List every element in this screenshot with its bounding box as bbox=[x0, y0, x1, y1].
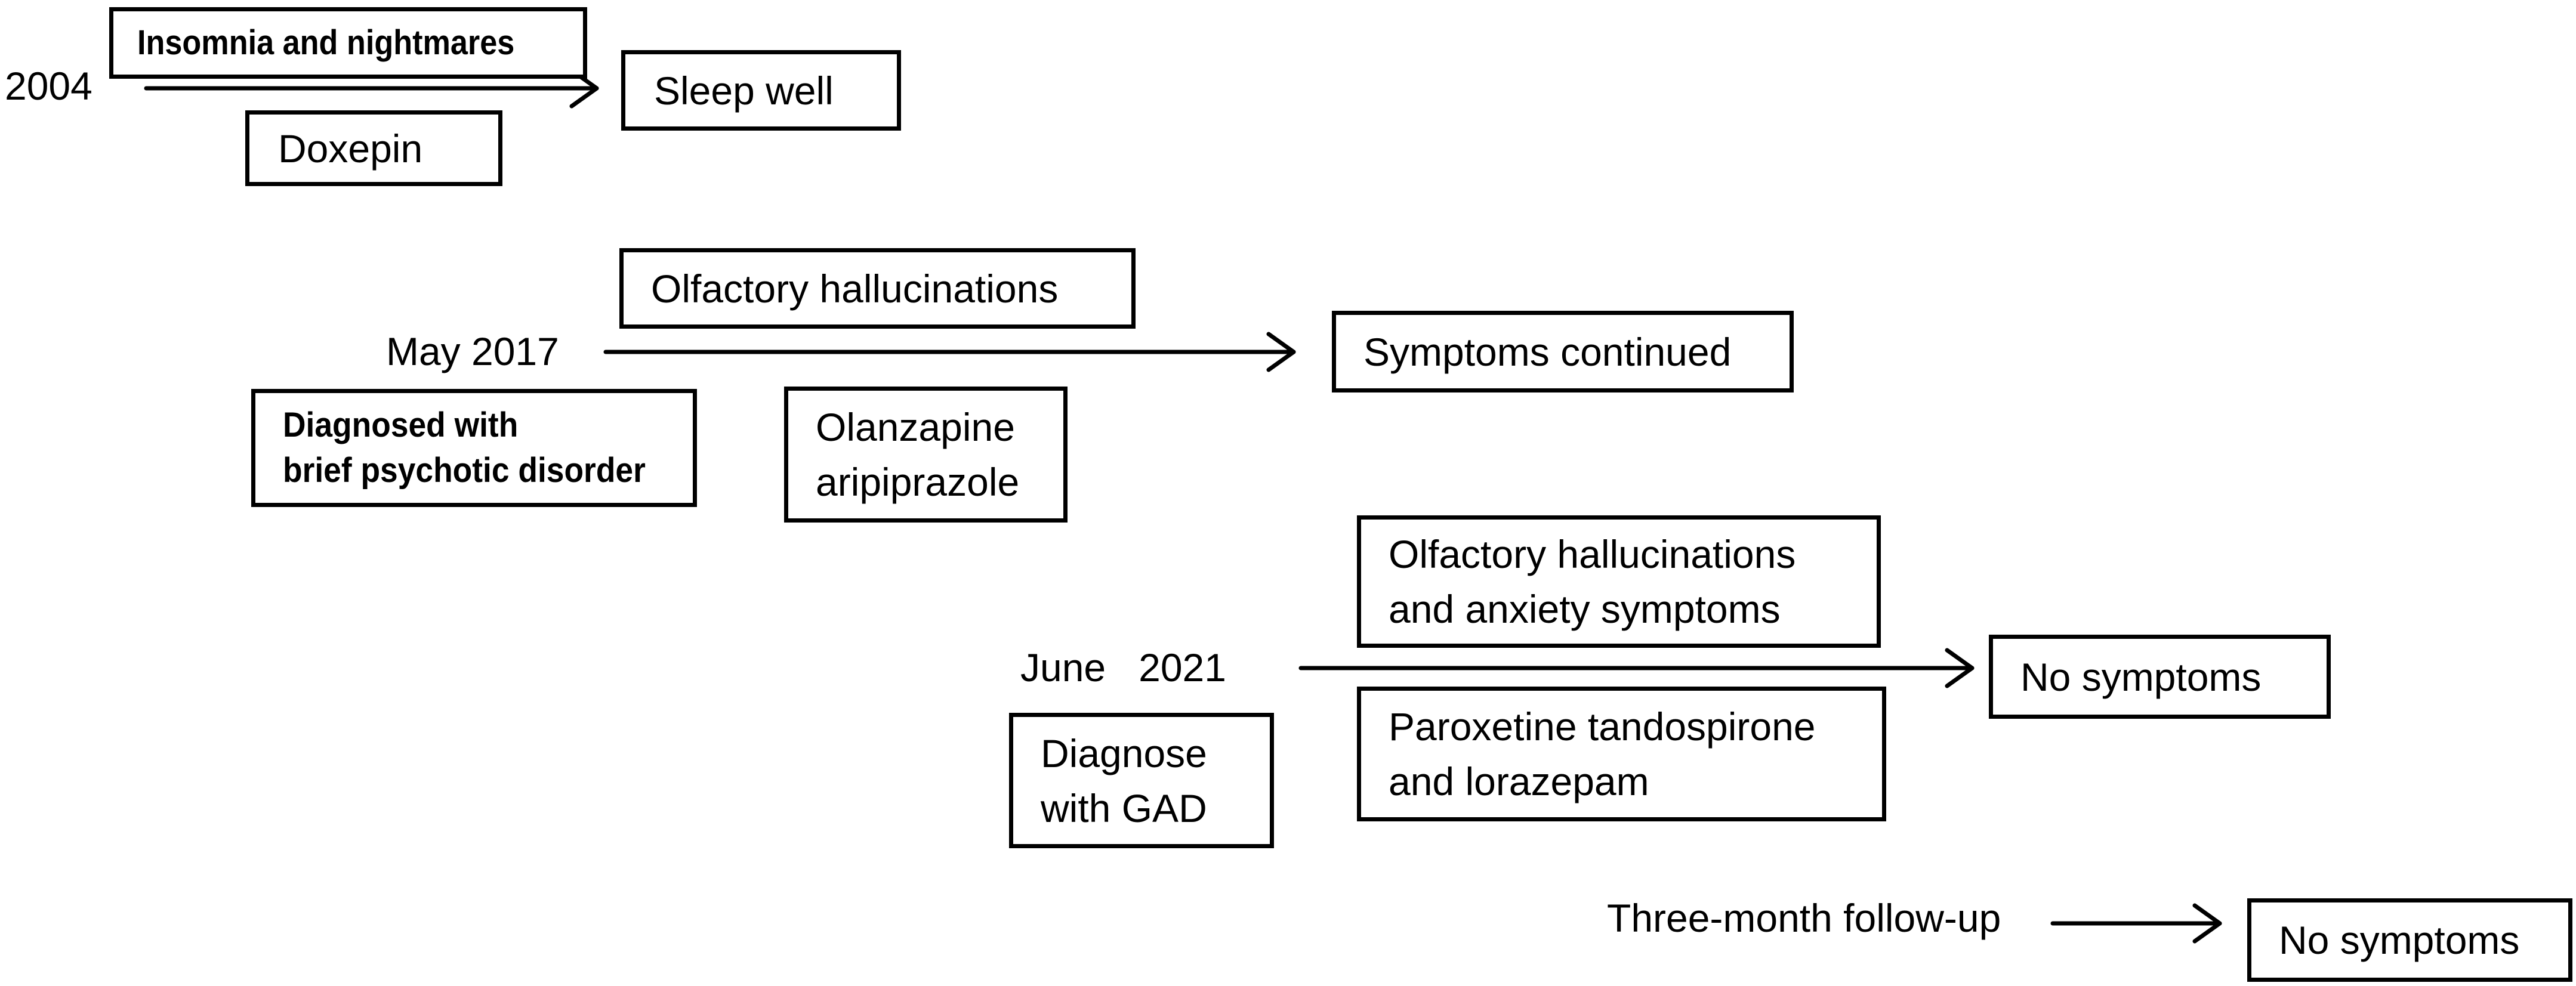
outcome-text-2021: No symptoms bbox=[2020, 654, 2262, 699]
diagnosis-text-2021: Diagnose with GAD bbox=[1041, 731, 1207, 830]
treatment-text-2021: Paroxetine tandospirone and lorazepam bbox=[1389, 704, 1816, 803]
date-2004: 2004 bbox=[5, 64, 92, 108]
outcome-text-2004: Sleep well bbox=[654, 68, 834, 113]
date-2017: May 2017 bbox=[386, 329, 559, 373]
arrow-2021 bbox=[1298, 648, 1975, 688]
date-2021: June 2021 bbox=[1020, 645, 1226, 690]
diagnosis-box-2017: Diagnosed with brief psychotic disorder bbox=[251, 389, 697, 507]
followup-outcome-box: No symptoms bbox=[2247, 898, 2572, 982]
outcome-text-2017: Symptoms continued bbox=[1363, 329, 1732, 374]
followup-label: Three-month follow-up bbox=[1607, 896, 2001, 940]
symptom-box-2017: Olfactory hallucinations bbox=[619, 248, 1136, 329]
symptom-box-2004: Insomnia and nightmares bbox=[109, 7, 587, 79]
treatment-box-2021: Paroxetine tandospirone and lorazepam bbox=[1357, 687, 1886, 821]
arrow-2017 bbox=[603, 332, 1296, 372]
outcome-box-2004: Sleep well bbox=[621, 50, 901, 131]
symptom-box-2021: Olfactory hallucinations and anxiety sym… bbox=[1357, 515, 1881, 648]
symptom-text-2017: Olfactory hallucinations bbox=[651, 266, 1059, 311]
symptom-text-2021: Olfactory hallucinations and anxiety sym… bbox=[1389, 532, 1796, 631]
arrow-followup bbox=[2050, 903, 2222, 944]
outcome-box-2021: No symptoms bbox=[1989, 635, 2331, 719]
diagnosis-text-2017: Diagnosed with brief psychotic disorder bbox=[283, 406, 646, 490]
treatment-box-2017: Olanzapine aripiprazole bbox=[784, 387, 1068, 523]
treatment-box-2004: Doxepin bbox=[245, 110, 502, 186]
symptom-text-2004: Insomnia and nightmares bbox=[137, 23, 515, 62]
diagnosis-box-2021: Diagnose with GAD bbox=[1009, 713, 1274, 848]
treatment-text-2004: Doxepin bbox=[278, 126, 423, 171]
outcome-box-2017: Symptoms continued bbox=[1332, 311, 1794, 392]
followup-outcome-text: No symptoms bbox=[2279, 918, 2520, 962]
treatment-text-2017: Olanzapine aripiprazole bbox=[816, 405, 1020, 504]
